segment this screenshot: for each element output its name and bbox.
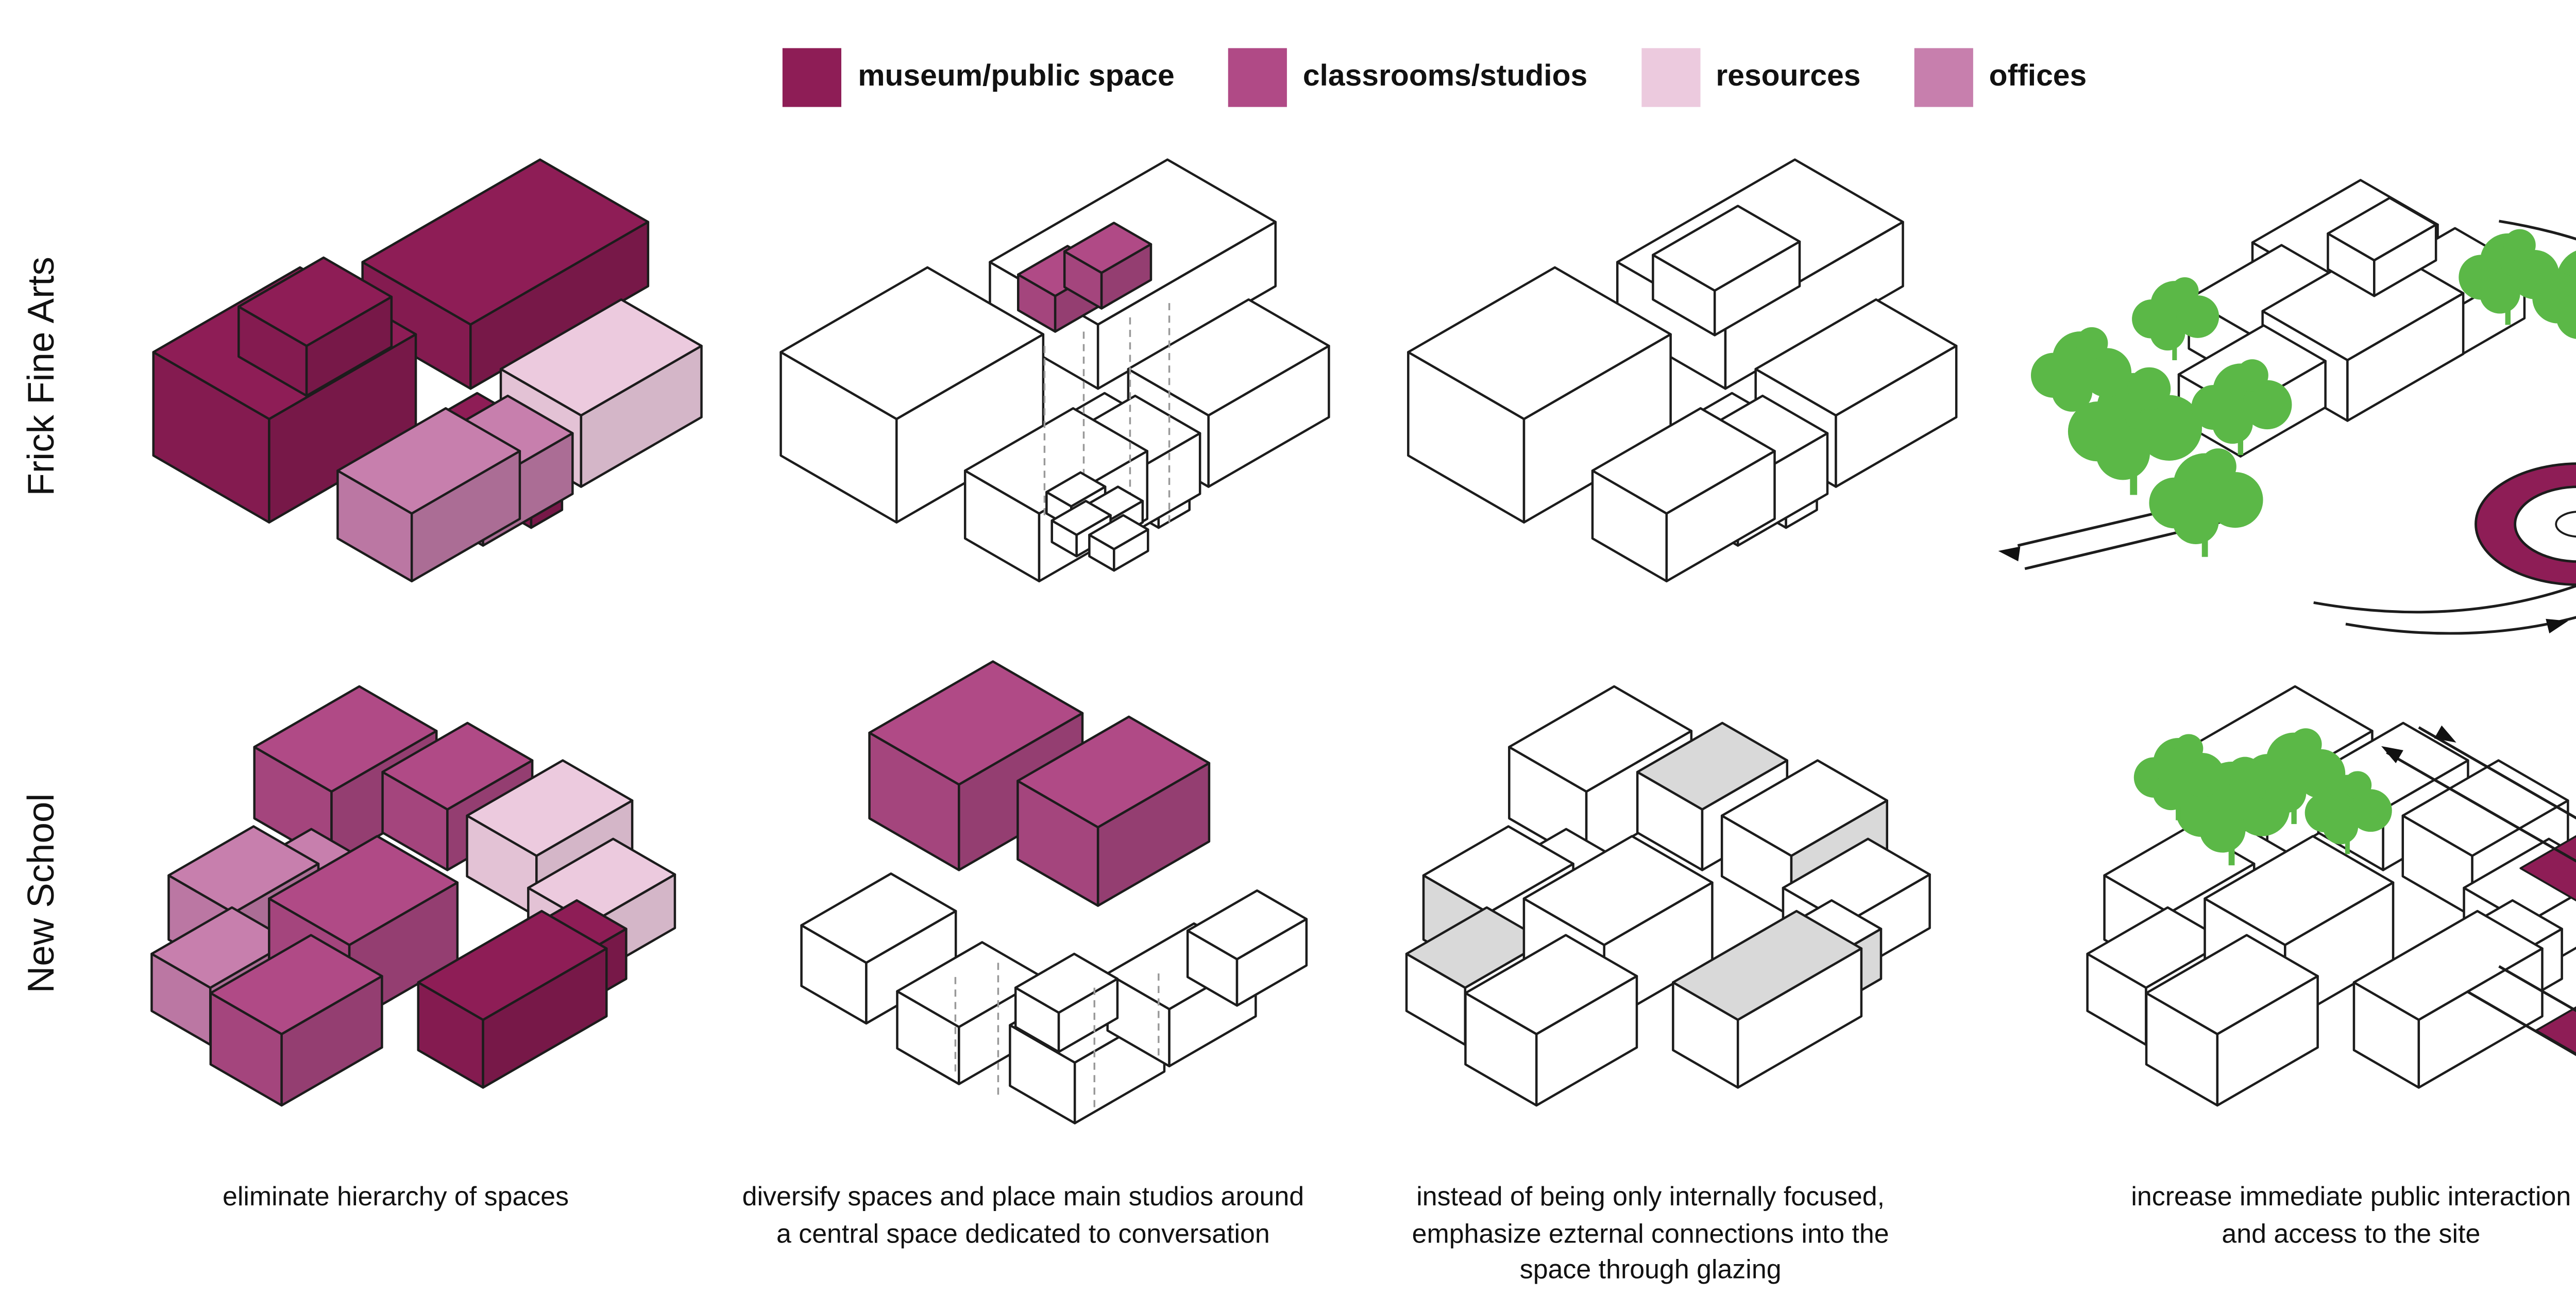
row-label-frick: Frick Fine Arts: [4, 117, 82, 634]
captions-row: eliminate hierarchy of spaces diversify …: [4, 1152, 2576, 1291]
row-label-newschool: New School: [4, 635, 82, 1152]
diagram-frick-glazing: [1407, 158, 1958, 583]
diagram-frick-studios: [779, 158, 1330, 583]
legend-item-museum: museum/public space: [783, 47, 1175, 106]
legend: museum/public space classrooms/studios r…: [0, 0, 2576, 117]
diagram-frick-site: [1998, 179, 2576, 635]
row-label-frick-text: Frick Fine Arts: [21, 256, 63, 496]
legend-swatch-offices: [1914, 47, 1973, 106]
diagram-new-hierarchy: [150, 685, 676, 1107]
diagram-new-glazing: [1405, 685, 1931, 1107]
diagram-frick-hierarchy: [152, 158, 703, 583]
diagram-grid: Frick Fine Arts New School: [4, 117, 2576, 1152]
legend-swatch-resources: [1641, 47, 1700, 106]
legend-swatch-museum: [783, 47, 842, 106]
caption-site: increase immediate public interaction an…: [2131, 1182, 2571, 1250]
caption-glazing: instead of being only internally focused…: [1412, 1182, 1889, 1286]
legend-item-studios: classrooms/studios: [1228, 47, 1588, 106]
legend-label-offices: offices: [1989, 59, 2087, 93]
caption-studios: diversify spaces and place main studios …: [742, 1182, 1304, 1250]
legend-label-museum: museum/public space: [858, 59, 1175, 93]
diagram-new-site: [2086, 685, 2576, 1107]
legend-label-resources: resources: [1716, 59, 1861, 93]
caption-hierarchy: eliminate hierarchy of spaces: [222, 1182, 569, 1213]
row-label-newschool-text: New School: [21, 793, 63, 994]
legend-item-offices: offices: [1914, 47, 2087, 106]
legend-swatch-studios: [1228, 47, 1287, 106]
legend-label-studios: classrooms/studios: [1302, 59, 1588, 93]
diagram-new-studios: [800, 660, 1308, 1124]
legend-item-resources: resources: [1641, 47, 1861, 106]
